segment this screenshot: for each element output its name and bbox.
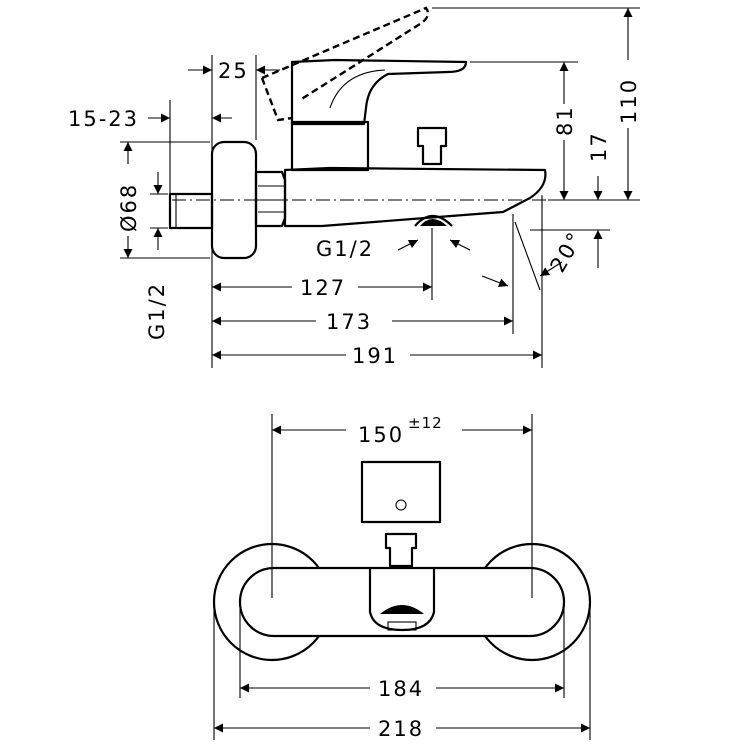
dim-191: 191 <box>352 344 398 368</box>
dim-184: 184 <box>378 677 424 701</box>
faucet-body <box>283 166 547 228</box>
dim-110: 110 <box>617 78 641 124</box>
dim-173: 173 <box>326 310 372 334</box>
front-view: 150 ±12 184 218 <box>212 414 592 741</box>
handle-alt-position <box>260 6 430 122</box>
dim-g-half-inlet: G1/2 <box>145 282 169 340</box>
dim-25: 25 <box>218 59 249 83</box>
dim-150-tolerance: ±12 <box>408 414 443 432</box>
diverter-knob <box>416 126 448 166</box>
front-body <box>238 566 566 638</box>
dim-150: 150 <box>358 423 404 447</box>
dim-81: 81 <box>553 105 577 136</box>
side-view: 25 15-23 Ø68 G1/2 G1/2 127 173 191 81 <box>68 6 641 368</box>
front-diverter-knob <box>384 532 418 568</box>
dim-diameter-68: Ø68 <box>117 183 141 232</box>
front-mixer-block <box>360 460 442 524</box>
dim-15-23: 15-23 <box>68 107 139 131</box>
dim-218: 218 <box>378 717 424 741</box>
outlet-aerator <box>414 214 453 227</box>
dim-17: 17 <box>587 131 611 162</box>
mixer-cartridge <box>290 120 370 172</box>
dim-g-half-outlet: G1/2 <box>316 237 374 261</box>
hex-nut <box>254 170 287 228</box>
mixer-handle <box>290 58 468 126</box>
dim-127: 127 <box>300 276 346 300</box>
dim-angle-20: 20° <box>546 227 588 276</box>
